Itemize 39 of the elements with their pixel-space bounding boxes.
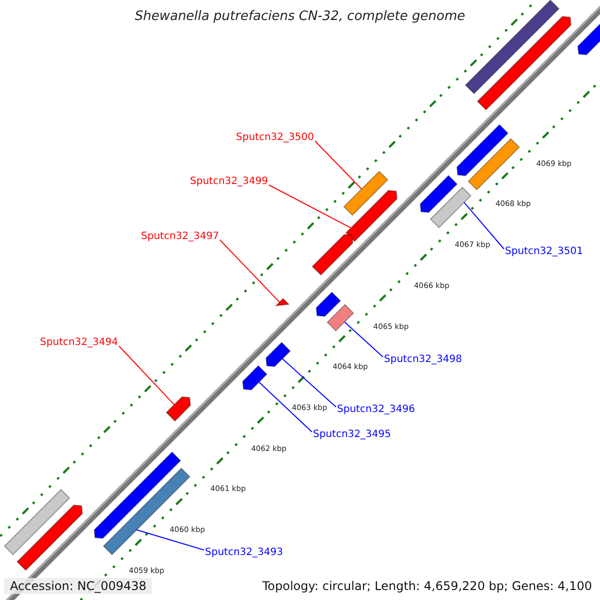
leader-line xyxy=(136,529,204,550)
leader-line xyxy=(219,240,280,303)
gene-label: Sputcn32_3494 xyxy=(40,337,118,348)
gene-bar xyxy=(468,138,520,190)
gene-label: Sputcn32_3501 xyxy=(505,246,583,257)
gene-label: Sputcn32_3493 xyxy=(205,547,283,558)
gene-bar xyxy=(476,16,572,110)
gene-label: Sputcn32_3497 xyxy=(141,231,219,242)
gene-bar xyxy=(102,468,190,556)
accession-text: Accession: NC_009438 xyxy=(4,578,152,594)
gene-label: Sputcn32_3496 xyxy=(337,404,415,415)
gene-label: Sputcn32_3499 xyxy=(190,176,268,187)
leader-line xyxy=(464,202,504,250)
gene-bar xyxy=(326,304,354,332)
gene-bar xyxy=(456,124,509,176)
leader-line xyxy=(118,346,175,406)
leader-line xyxy=(314,140,362,190)
gene-bar xyxy=(345,190,398,242)
gene-bar xyxy=(430,186,472,228)
leader-line xyxy=(268,184,352,228)
genome-info-text: Topology: circular; Length: 4,659,220 bp; Genes: 4,100 xyxy=(262,579,592,593)
gene-label: Sputcn32_3498 xyxy=(384,354,462,365)
gene-label: Sputcn32_3500 xyxy=(236,132,314,143)
gene-marker xyxy=(274,298,290,306)
title: Shewanella putrefaciens CN-32, complete genome xyxy=(134,9,466,24)
gene-label: Sputcn32_3495 xyxy=(313,429,391,440)
gene-bar xyxy=(420,174,458,213)
gene-bar xyxy=(266,342,291,368)
leader-line xyxy=(258,382,312,432)
gene-bar xyxy=(16,504,83,571)
leader-line xyxy=(282,358,336,408)
gene-bar xyxy=(166,396,191,422)
gene-bar xyxy=(343,170,388,216)
gene-bar xyxy=(464,0,560,94)
leader-line xyxy=(344,321,384,358)
gene-bar xyxy=(4,488,70,556)
gene-bar xyxy=(316,292,342,317)
gene-bar xyxy=(242,365,268,390)
gene-bar xyxy=(312,234,354,276)
